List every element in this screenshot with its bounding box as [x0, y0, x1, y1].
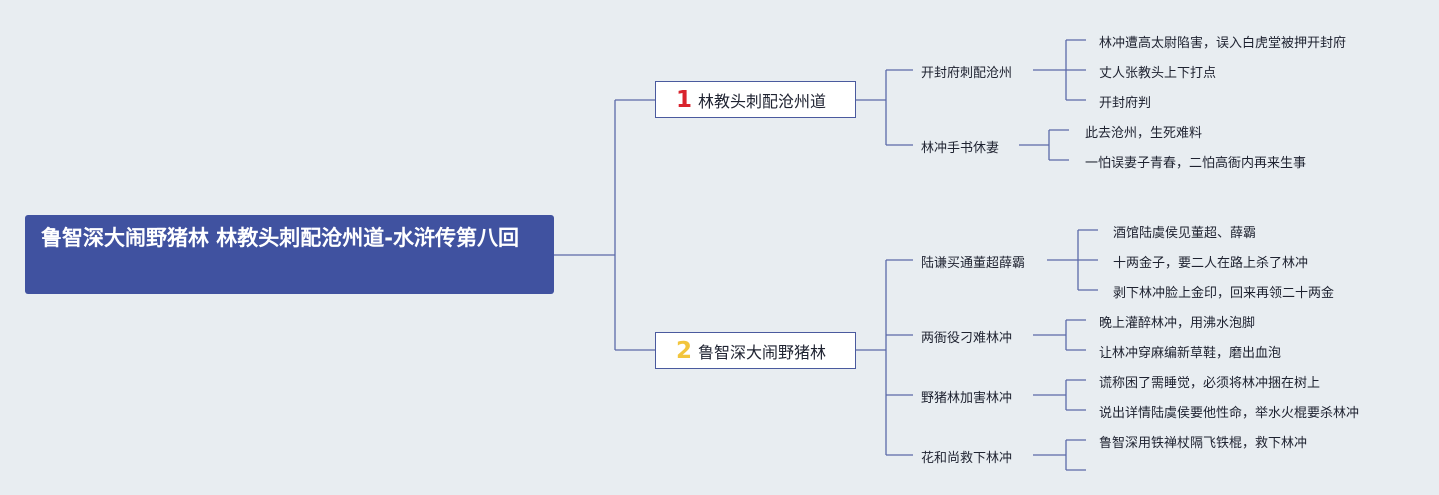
branch-1[interactable]: 1 林教头刺配沧州道	[655, 81, 856, 118]
branch-2[interactable]: 2 鲁智深大闹野猪林	[655, 332, 856, 369]
subtopic-ambush[interactable]: 野猪林加害林冲	[921, 391, 1013, 406]
subtopic-torment[interactable]: 两衙役刁难林冲	[921, 331, 1013, 346]
leaf-item[interactable]: 十两金子，要二人在路上杀了林冲	[1113, 256, 1309, 271]
subtopic-bribe[interactable]: 陆谦买通董超薛霸	[921, 256, 1026, 271]
subtopic-divorce[interactable]: 林冲手书休妻	[921, 141, 1000, 156]
subtopic-kaifeng[interactable]: 开封府刺配沧州	[921, 66, 1013, 81]
leaf-item[interactable]: 丈人张教头上下打点	[1099, 66, 1217, 81]
leaf-item[interactable]: 酒馆陆虞侯见董超、薛霸	[1113, 226, 1257, 241]
branch-label-2: 鲁智深大闹野猪林	[698, 342, 827, 362]
branch-number-2: 2	[676, 337, 693, 364]
leaf-item[interactable]: 此去沧州，生死难料	[1085, 126, 1203, 141]
leaf-item[interactable]: 开封府判	[1099, 96, 1152, 111]
leaf-item[interactable]: 谎称困了需睡觉，必须将林冲捆在树上	[1099, 376, 1321, 391]
leaf-item[interactable]: 鲁智深用铁禅杖隔飞铁棍，救下林冲	[1099, 436, 1308, 451]
leaf-item[interactable]: 一怕误妻子青春，二怕高衙内再来生事	[1085, 156, 1307, 171]
root-title: 鲁智深大闹野猪林 林教头刺配沧州道-水浒传第八回	[41, 226, 520, 250]
leaf-item[interactable]: 让林冲穿麻编新草鞋，磨出血泡	[1099, 346, 1282, 361]
leaf-item[interactable]: 剥下林冲脸上金印，回来再领二十两金	[1113, 286, 1335, 301]
root-topic[interactable]: 鲁智深大闹野猪林 林教头刺配沧州道-水浒传第八回	[25, 215, 554, 294]
leaf-item[interactable]: 说出详情陆虞侯要他性命，举水火棍要杀林冲	[1099, 406, 1360, 421]
leaf-item[interactable]: 晚上灌醉林冲，用沸水泡脚	[1099, 316, 1256, 331]
leaf-item[interactable]: 林冲遭高太尉陷害，误入白虎堂被押开封府	[1099, 36, 1347, 51]
subtopic-rescue[interactable]: 花和尚救下林冲	[921, 451, 1013, 466]
branch-label-1: 林教头刺配沧州道	[698, 91, 827, 111]
branch-number-1: 1	[676, 86, 693, 113]
